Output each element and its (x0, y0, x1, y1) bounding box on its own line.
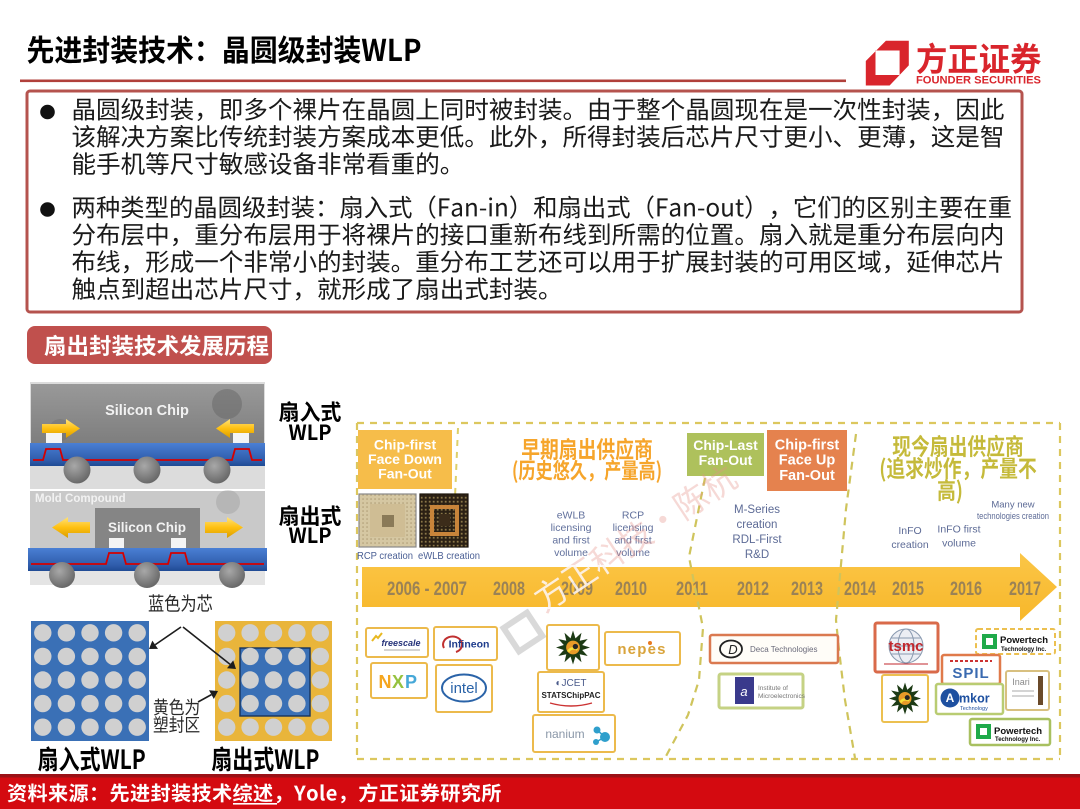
svg-text:Deca Technologies: Deca Technologies (750, 645, 817, 654)
svg-text:eWLB: eWLB (557, 510, 586, 522)
svg-text:2017: 2017 (1009, 579, 1041, 600)
svg-text:tsmc: tsmc (888, 638, 923, 655)
svg-text:Face Up: Face Up (779, 453, 836, 469)
svg-text:◐JCET: ◐JCET (555, 678, 586, 689)
svg-text:Silicon Chip: Silicon Chip (108, 520, 186, 535)
svg-text:Many new: Many new (991, 500, 1034, 511)
svg-text:2013: 2013 (791, 579, 823, 600)
svg-text:InFO: InFO (898, 525, 921, 537)
svg-text:P: P (405, 672, 417, 692)
svg-text:Chip-Last: Chip-Last (693, 437, 758, 453)
svg-text:D: D (728, 642, 737, 657)
svg-text:Fan-Out: Fan-Out (699, 452, 753, 468)
svg-text:a: a (740, 684, 747, 699)
svg-text:intel: intel (450, 680, 478, 697)
svg-text:Silicon Chip: Silicon Chip (105, 403, 189, 419)
svg-text:licensing: licensing (551, 522, 592, 534)
svg-text:Technology Inc.: Technology Inc. (995, 737, 1041, 743)
svg-text:N: N (379, 672, 392, 692)
svg-text:Fan-Out: Fan-Out (378, 466, 432, 482)
svg-text:M-Series: M-Series (734, 504, 780, 516)
svg-text:RCP creation: RCP creation (357, 550, 413, 562)
svg-text:SPIL: SPIL (952, 665, 989, 682)
svg-text:A: A (946, 691, 955, 705)
svg-text:Powertech: Powertech (994, 726, 1042, 737)
svg-text:volume: volume (554, 547, 588, 559)
svg-text:2011: 2011 (676, 579, 708, 600)
svg-text:Technology Inc.: Technology Inc. (1001, 647, 1047, 653)
svg-text:FOUNDER SECURITIES: FOUNDER SECURITIES (916, 75, 1041, 87)
svg-text:2010: 2010 (615, 579, 647, 600)
svg-text:volume: volume (942, 538, 976, 550)
svg-text:Institute of: Institute of (758, 685, 788, 692)
svg-text:X: X (392, 672, 404, 692)
svg-text:nanium: nanium (545, 727, 584, 741)
svg-text:Mold Compound: Mold Compound (35, 493, 126, 505)
svg-text:creation: creation (891, 539, 929, 551)
svg-text:Chip-first: Chip-first (775, 438, 840, 454)
svg-text:Powertech: Powertech (1000, 635, 1048, 646)
svg-text:2008: 2008 (493, 579, 525, 600)
svg-text:R&D: R&D (745, 549, 769, 561)
svg-text:Chip-first: Chip-first (374, 437, 437, 453)
svg-text:Inari: Inari (1012, 677, 1030, 687)
svg-text:Fan-Out: Fan-Out (779, 468, 835, 484)
svg-text:creation: creation (737, 519, 778, 531)
svg-text:Face Down: Face Down (368, 451, 442, 467)
svg-text:Technology: Technology (960, 706, 988, 712)
svg-text:eWLB creation: eWLB creation (418, 550, 480, 562)
svg-text:2016: 2016 (950, 579, 982, 600)
svg-text:2006 - 2007: 2006 - 2007 (387, 579, 467, 600)
svg-text:Infineon: Infineon (449, 639, 490, 651)
svg-text:2014: 2014 (844, 579, 876, 600)
svg-text:mkor: mkor (959, 692, 990, 706)
svg-text:STATSChipPAC: STATSChipPAC (541, 691, 600, 700)
svg-text:Microelectronics: Microelectronics (758, 693, 806, 700)
svg-text:2015: 2015 (892, 579, 924, 600)
svg-text:freescale: freescale (381, 638, 420, 648)
svg-text:2012: 2012 (737, 579, 769, 600)
svg-text:nepes: nepes (617, 641, 666, 658)
svg-text:RCP: RCP (622, 510, 644, 522)
svg-text:and first: and first (552, 535, 589, 547)
svg-text:InFO first: InFO first (937, 524, 980, 536)
svg-text:technologies creation: technologies creation (977, 511, 1049, 522)
svg-text:RDL-First: RDL-First (732, 534, 782, 546)
